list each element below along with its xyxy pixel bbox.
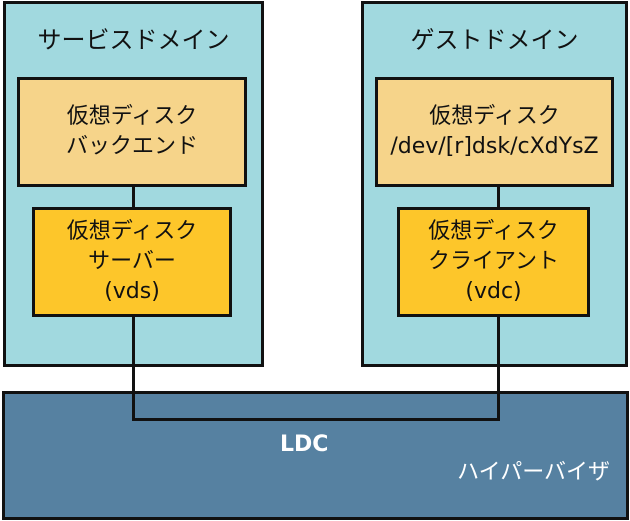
server-line: サーバー (88, 249, 176, 274)
backend-line: 仮想ディスク (66, 104, 198, 129)
server-line: 仮想ディスク (66, 219, 198, 244)
vdc-box: 仮想ディスク クライアント (vdc) (397, 207, 590, 317)
vds-box: 仮想ディスク サーバー (vds) (32, 207, 232, 317)
device-line: /dev/[r]dsk/cXdYsZ (390, 134, 599, 159)
ldc-line (132, 418, 500, 421)
client-line: クライアント (427, 249, 560, 274)
hypervisor-box: LDC ハイパーバイザ (2, 391, 629, 520)
vdisk-backend-box: 仮想ディスク バックエンド (17, 77, 247, 187)
device-line: 仮想ディスク (429, 104, 560, 129)
service-domain-title: サービスドメイン (37, 26, 230, 54)
hypervisor-label: ハイパーバイザ (457, 460, 610, 485)
client-line: 仮想ディスク (428, 219, 559, 244)
backend-line: バックエンド (65, 134, 198, 159)
client-line: (vdc) (465, 279, 522, 304)
vdisk-device-box: 仮想ディスク /dev/[r]dsk/cXdYsZ (375, 77, 614, 187)
ldc-label: LDC (280, 432, 329, 457)
server-line: (vds) (104, 279, 160, 304)
guest-domain-title: ゲストドメイン (410, 26, 579, 54)
